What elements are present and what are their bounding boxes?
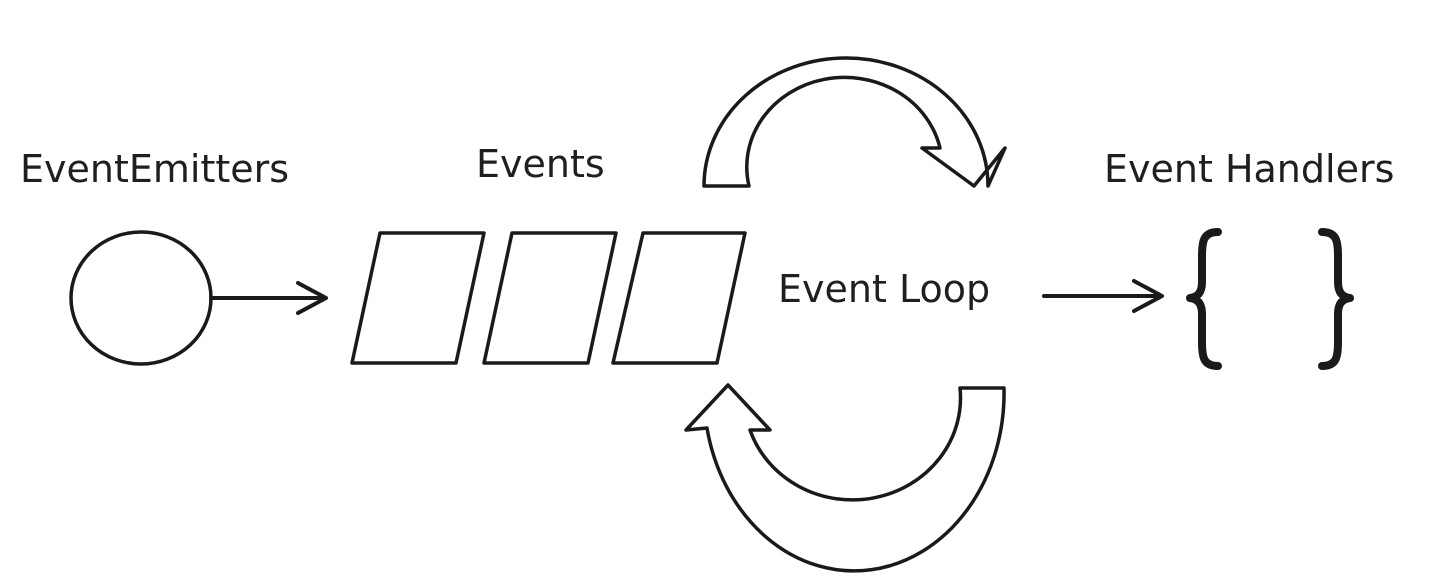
- loop-arrow-bottom: [684, 383, 1006, 573]
- emitter-circle: [69, 230, 213, 366]
- handler-arrow: [1042, 279, 1164, 313]
- right-brace-icon: [1318, 228, 1354, 370]
- events-label: Events: [476, 142, 605, 186]
- event-loop-label: Event Loop: [778, 267, 990, 311]
- event-handlers-label: Event Handlers: [1104, 147, 1394, 191]
- emitter-arrow: [209, 281, 328, 315]
- event-box: [482, 231, 618, 365]
- loop-arrow-top: [702, 56, 1007, 188]
- event-emitters-label: EventEmitters: [20, 147, 289, 191]
- left-brace-icon: [1186, 228, 1222, 370]
- event-box: [611, 231, 747, 365]
- event-box: [350, 231, 486, 365]
